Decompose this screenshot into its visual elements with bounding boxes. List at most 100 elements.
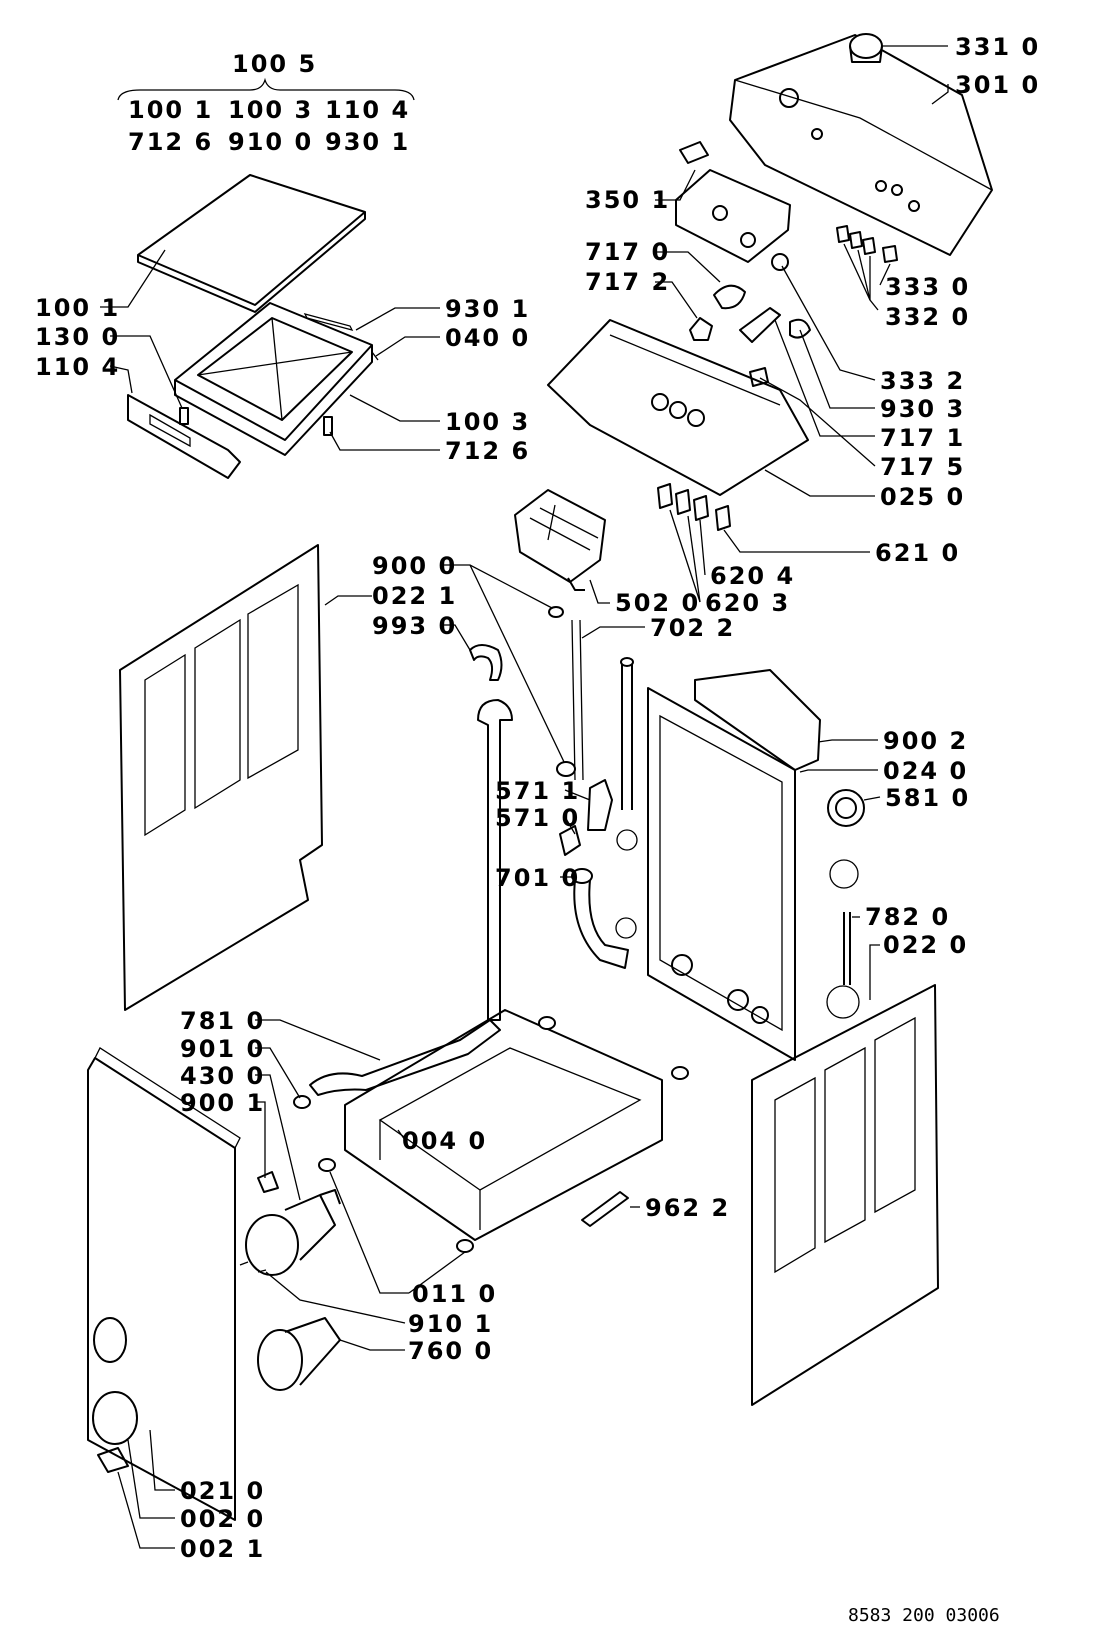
- label-502-0: 502 0: [615, 589, 700, 617]
- inlet-hose: [573, 879, 629, 969]
- label-930-3: 930 3: [880, 395, 965, 423]
- water-distributor: [514, 489, 606, 591]
- label-021-0: 021 0: [180, 1477, 265, 1505]
- right-side-panel: [751, 984, 939, 1406]
- label-910-0-group: 910 0: [228, 128, 313, 156]
- label-004-0: 004 0: [402, 1127, 487, 1155]
- label-002-1: 002 1: [180, 1535, 265, 1563]
- label-331-0: 331 0: [955, 33, 1040, 61]
- front-strip-outline: [127, 394, 241, 479]
- label-571-0: 571 0: [495, 804, 580, 832]
- tube: [571, 619, 584, 781]
- lever-arm: [739, 307, 781, 343]
- drain-hose: [477, 699, 513, 1021]
- label-571-1: 571 1: [495, 777, 580, 805]
- label-022-1: 022 1: [372, 582, 457, 610]
- label-760-0: 760 0: [408, 1337, 493, 1365]
- label-701-0: 701 0: [495, 864, 580, 892]
- label-930-1-group: 930 1: [325, 128, 410, 156]
- left-side-panel: [119, 544, 323, 1011]
- label-110-4-group: 110 4: [325, 96, 410, 124]
- button-cap: [771, 253, 789, 271]
- label-900-0: 900 0: [372, 552, 457, 580]
- part-labels: 331 0 301 0 350 1 717 0 717 2 333 0 332 …: [35, 33, 1040, 1563]
- latch-clip: [323, 416, 333, 436]
- valve-bracket: [587, 779, 613, 831]
- label-002-0: 002 0: [180, 1505, 265, 1533]
- label-332-0: 332 0: [885, 303, 970, 331]
- knob: [849, 33, 883, 63]
- drain-cap: [293, 1095, 311, 1109]
- label-782-0: 782 0: [865, 903, 950, 931]
- door-hinge: [97, 1447, 129, 1473]
- document-code: 8583 200 03006: [848, 1605, 1000, 1626]
- front-panel: [87, 1047, 241, 1521]
- label-024-0: 024 0: [883, 757, 968, 785]
- control-panel-outline: [729, 34, 993, 256]
- screw: [371, 351, 379, 361]
- pulley: [827, 789, 865, 889]
- group-brace: [117, 77, 415, 101]
- label-100-1-group: 100 1: [128, 96, 213, 124]
- label-430-0: 430 0: [180, 1062, 265, 1090]
- label-910-1: 910 1: [408, 1310, 493, 1338]
- label-901-0: 901 0: [180, 1035, 265, 1063]
- label-717-0: 717 0: [585, 238, 670, 266]
- label-022-0: 022 0: [883, 931, 968, 959]
- top-lid: [137, 174, 366, 313]
- label-100-3-group: 100 3: [228, 96, 313, 124]
- label-712-6: 712 6: [445, 437, 530, 465]
- header-group: 100 5 100 1 100 3 110 4 712 6 910 0 930 …: [117, 50, 415, 156]
- label-350-1: 350 1: [585, 186, 670, 214]
- rear-panel: [647, 669, 821, 1061]
- label-702-2: 702 2: [650, 614, 735, 642]
- cap: [548, 606, 564, 618]
- sump-hose: [309, 1019, 501, 1096]
- label-621-0: 621 0: [875, 539, 960, 567]
- label-333-0: 333 0: [885, 273, 970, 301]
- label-962-2: 962 2: [645, 1194, 730, 1222]
- top-frame: [174, 302, 373, 456]
- belt: [843, 912, 851, 985]
- label-993-0: 993 0: [372, 612, 457, 640]
- screws: [239, 1261, 267, 1273]
- filter-door: [92, 1391, 138, 1445]
- label-100-3: 100 3: [445, 408, 530, 436]
- gasket: [257, 1171, 279, 1193]
- rail: [581, 1191, 629, 1227]
- label-333-2: 333 2: [880, 367, 965, 395]
- plug: [556, 761, 576, 777]
- label-930-1: 930 1: [445, 295, 530, 323]
- label-620-4: 620 4: [710, 562, 795, 590]
- hinge-pin: [303, 313, 354, 331]
- label-581-0: 581 0: [885, 784, 970, 812]
- base-frame: [318, 1009, 689, 1253]
- lid-panel: [137, 174, 366, 306]
- label-900-2: 900 2: [883, 727, 968, 755]
- lever-disc: [713, 284, 746, 310]
- label-717-2: 717 2: [585, 268, 670, 296]
- label-130-0: 130 0: [35, 323, 120, 351]
- label-717-1: 717 1: [880, 424, 965, 452]
- label-620-3: 620 3: [705, 589, 790, 617]
- push-buttons: [836, 225, 898, 263]
- label-301-0: 301 0: [955, 71, 1040, 99]
- spring: [789, 318, 811, 339]
- label-110-4: 110 4: [35, 353, 120, 381]
- control-module: [675, 169, 791, 263]
- dispenser-housing: [547, 319, 809, 496]
- pressure-switches: [657, 483, 731, 531]
- label-011-0: 011 0: [412, 1280, 497, 1308]
- front-strip: [127, 394, 241, 479]
- label-040-0: 040 0: [445, 324, 530, 352]
- hose-bend: [469, 644, 503, 681]
- label-781-0: 781 0: [180, 1007, 265, 1035]
- small-lever: [689, 317, 713, 341]
- label-100-5: 100 5: [232, 50, 317, 78]
- hose-detail-circle: [615, 917, 637, 939]
- label-900-1: 900 1: [180, 1089, 265, 1117]
- label-100-1: 100 1: [35, 294, 120, 322]
- display-module: [679, 141, 709, 164]
- inlet-valve: [559, 825, 581, 856]
